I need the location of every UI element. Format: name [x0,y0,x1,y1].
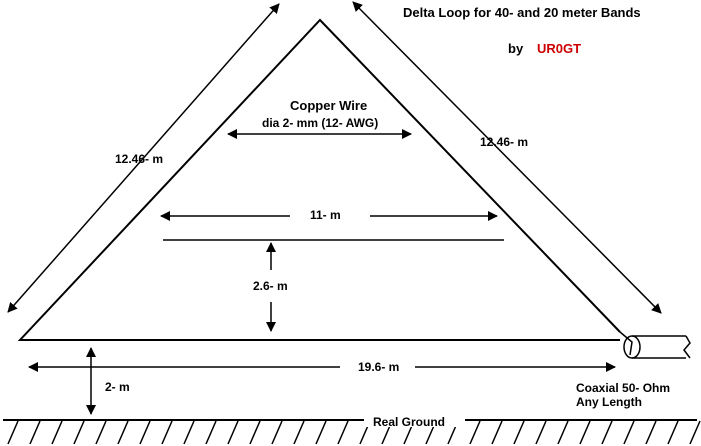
ground-hatch-stroke [469,420,481,445]
right-side-length-label: 12.46- m [480,135,528,149]
by-label: by [508,41,524,56]
ground-hatch-stroke [513,420,525,445]
feed-point-wire [619,331,633,356]
ground-hatch-stroke [249,420,261,445]
ground-hatch-stroke [491,420,503,445]
wire-material-label: Copper Wire [290,98,367,113]
ground-hatch-stroke [205,420,217,445]
inner-height-label: 2.6- m [253,279,288,293]
ground-hatch-stroke [315,420,327,445]
wire-diameter-label: dia 2- mm (12- AWG) [262,116,378,130]
ground-hatch-stroke [579,420,591,445]
ground-hatch-stroke [51,420,63,445]
right-side-dimension-arrow [352,1,662,314]
left-side-length-label: 12.46- m [115,152,163,166]
ground-hatch-stroke [667,420,679,445]
ground-hatch-stroke [689,420,701,445]
ground-hatch-stroke [183,420,195,445]
ground-hatch-stroke [29,420,41,445]
ground-label: Real Ground [373,415,445,429]
ground-hatch-stroke [601,420,613,445]
diagram-title: Delta Loop for 40- and 20 meter Bands [403,5,641,20]
ground-hatch-stroke [95,420,107,445]
ground-hatch-stroke [117,420,129,445]
height-above-ground-label: 2- m [105,380,130,394]
author-name: UR0GT [537,41,581,56]
ground-hatch-stroke [227,420,239,445]
ground-hatch-stroke [645,420,657,445]
coax-cable [623,335,691,359]
base-length-label: 19.6- m [358,360,399,374]
ground-hatch-stroke [271,420,283,445]
left-side-dimension-arrow [7,3,280,313]
ground-hatch-stroke [623,420,635,445]
coax-type-label: Coaxial 50- Ohm [576,381,670,395]
ground-hatching [7,420,701,445]
ground-hatch-stroke [337,420,349,445]
ground-hatch-stroke [557,420,569,445]
ground-hatch-stroke [73,420,85,445]
ground-hatch-stroke [161,420,173,445]
ground-hatch-stroke [535,420,547,445]
ground-hatch-stroke [139,420,151,445]
inner-width-label: 11- m [310,208,341,222]
ground-hatch-stroke [7,420,19,445]
ground-hatch-stroke [293,420,305,445]
coax-length-label: Any Length [576,395,642,409]
